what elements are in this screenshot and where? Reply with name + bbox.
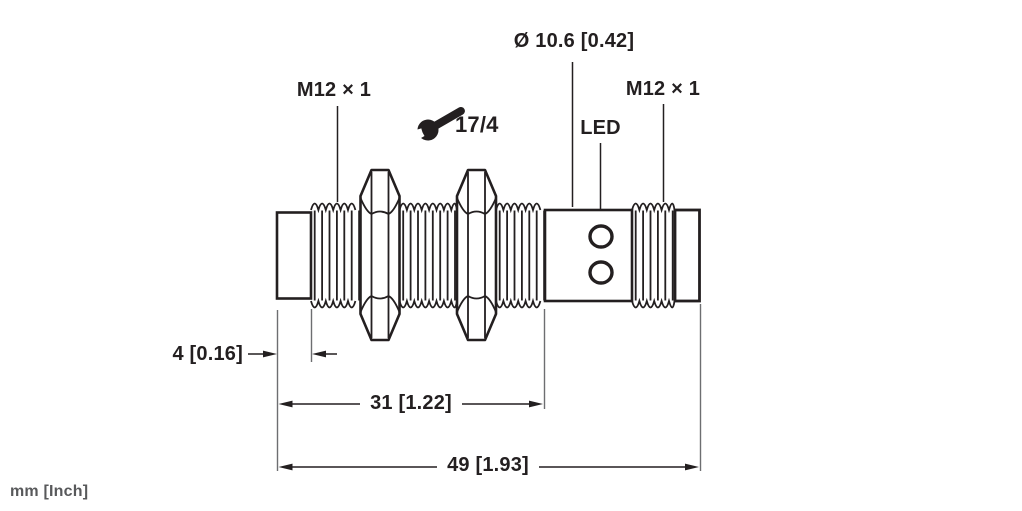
connector-end	[673, 208, 701, 303]
dim-overall-length	[278, 463, 699, 471]
housing-length-dimension-label: 31 [1.22]	[370, 392, 452, 414]
led-label: LED	[580, 117, 621, 139]
extension-lines	[276, 304, 702, 471]
barrel-diameter-label: Ø 10.6 [0.42]	[513, 30, 635, 52]
hex-nut-rear	[455, 168, 498, 342]
wrench-size-label: 17/4	[455, 112, 499, 137]
mid-thread-section	[398, 202, 458, 309]
led-indicator-top	[588, 224, 614, 249]
rear-thread-label: M12 × 1	[625, 78, 701, 100]
overall-length-dimension-label: 49 [1.93]	[447, 454, 529, 476]
dim-housing-length	[278, 400, 543, 408]
front-thread-label: M12 × 1	[296, 79, 372, 101]
wrench-icon	[405, 107, 465, 145]
led-indicator-bottom	[588, 260, 614, 285]
tip-length-dimension-label: 4 [0.16]	[172, 343, 243, 365]
sensing-tip	[275, 211, 313, 300]
housing-barrel	[543, 208, 634, 303]
connector-thread-section	[631, 202, 676, 309]
front-thread-section	[310, 202, 361, 309]
rear-thread-section	[495, 202, 545, 309]
hex-nut-front	[359, 168, 401, 342]
leader-lines	[336, 62, 665, 226]
dim-tip-length	[248, 350, 337, 358]
units-note: mm [Inch]	[10, 483, 89, 500]
